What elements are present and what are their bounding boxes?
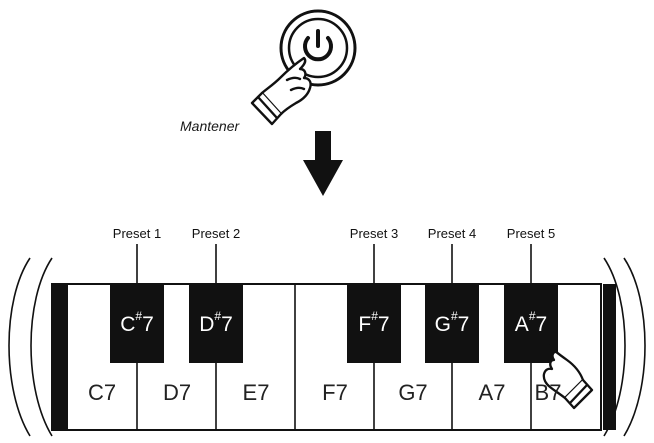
preset-label-1: Preset 1 [112, 226, 162, 241]
black-key-d-sharp-7[interactable] [189, 284, 243, 363]
keyboard-end-right [603, 284, 616, 430]
white-key-label-g7[interactable]: G7 [398, 380, 428, 405]
break-marks [8, 257, 646, 437]
black-key-label-f-sharp: F#7 [358, 309, 390, 336]
white-key-label-c7[interactable]: C7 [87, 380, 117, 405]
keyboard-end-left [52, 284, 68, 430]
black-key-label-c-sharp: C#7 [120, 309, 154, 336]
white-key-label-a7[interactable]: A7 [478, 380, 506, 405]
black-key-g-sharp-7[interactable] [425, 284, 479, 363]
black-key-f-sharp-7[interactable] [347, 284, 401, 363]
black-key-label-d-sharp: D#7 [199, 309, 233, 336]
preset-label-5: Preset 5 [506, 226, 556, 241]
white-key-label-f7[interactable]: F7 [322, 380, 348, 405]
preset-label-3: Preset 3 [349, 226, 399, 241]
white-key-label-e7[interactable]: E7 [242, 380, 270, 405]
pointing-hand-key-icon [542, 343, 594, 410]
keyboard [51, 283, 616, 431]
power-button[interactable] [279, 9, 357, 87]
preset-label-4: Preset 4 [427, 226, 477, 241]
white-key-label-d7[interactable]: D7 [162, 380, 192, 405]
pointing-hand-icon [250, 56, 312, 126]
black-key-label-a-sharp: A#7 [514, 309, 548, 336]
black-key-label-g-sharp: G#7 [434, 309, 470, 336]
preset-leader-lines [136, 244, 532, 284]
power-icon [303, 29, 333, 62]
hold-caption: Mantener [180, 118, 240, 134]
black-key-a-sharp-7[interactable] [504, 284, 558, 363]
preset-label-2: Preset 2 [191, 226, 241, 241]
white-key-label-b7[interactable]: B7 [534, 380, 562, 405]
arrow-down-icon [303, 131, 343, 196]
black-key-c-sharp-7[interactable] [110, 284, 164, 363]
